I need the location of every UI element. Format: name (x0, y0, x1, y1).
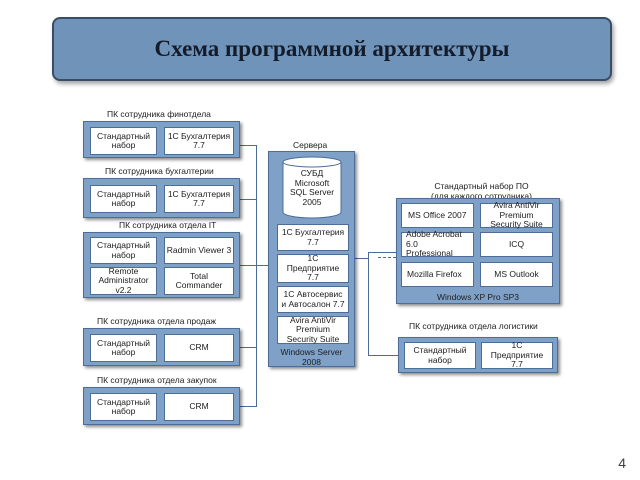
standard-set-os-label: Windows XP Pro SP3 (436, 292, 520, 302)
group-logistics: Стандартный набор 1С Предприятие 7.7 (398, 337, 558, 373)
group-server: СУБД Microsoft SQL Server 2005 1С Бухгал… (268, 151, 355, 367)
group-fin: Стандартный набор 1С Бухгалтерия 7.7 (83, 121, 240, 158)
fin-standard-set: Стандартный набор (90, 127, 157, 155)
connector-bus-to-server (256, 265, 268, 266)
purchase-crm: CRM (164, 393, 234, 421)
group-label-buh: ПК сотрудника бухгалтерии (105, 166, 214, 176)
it-radmin-viewer: Radmin Viewer 3 (164, 237, 234, 264)
std-ms-outlook: MS Outlook (480, 262, 553, 287)
database-label: СУБД Microsoft SQL Server 2005 (289, 168, 335, 207)
std-icq: ICQ (480, 232, 553, 257)
connector-server-right (355, 258, 369, 259)
purchase-standard-set: Стандартный набор (90, 393, 157, 421)
sales-crm: CRM (164, 334, 234, 362)
it-standard-set: Стандартный набор (90, 237, 157, 264)
buh-1c-accounting: 1С Бухгалтерия 7.7 (164, 185, 234, 213)
server-item-1: 1С Бухгалтерия 7.7 (277, 224, 349, 251)
group-sales: Стандартный набор CRM (83, 328, 240, 366)
connector-buh (239, 199, 257, 200)
server-item-2: 1С Предприятие 7.7 (277, 254, 349, 283)
group-label-sales: ПК сотрудника отдела продаж (97, 316, 217, 326)
connector-bus-right (368, 252, 369, 356)
logistics-label: ПК сотрудника отдела логистики (409, 321, 538, 331)
std-avira: Avira AntiVir Premium Security Suite (480, 201, 553, 229)
server-os-label: Windows Server 2008 (280, 347, 343, 367)
std-adobe-acrobat: Adobe Acrobat 6.0 Professional (401, 230, 474, 258)
connector-it (239, 265, 257, 266)
page-title: Схема программной архитектуры (154, 36, 510, 61)
connector-sales (239, 347, 257, 348)
connector-fin (239, 145, 257, 146)
group-label-it: ПК сотрудника отдела IT (119, 220, 217, 230)
std-ms-office: MS Office 2007 (401, 203, 474, 228)
it-total-commander: Total Commander (164, 267, 234, 295)
group-label-purchase: ПК сотрудника отдела закупок (97, 375, 217, 385)
std-firefox: Mozilla Firefox (401, 262, 474, 287)
database-cylinder: СУБД Microsoft SQL Server 2005 (282, 156, 342, 220)
connector-purchase (239, 406, 257, 407)
group-buh: Стандартный набор 1С Бухгалтерия 7.7 (83, 178, 240, 218)
sales-standard-set: Стандартный набор (90, 334, 157, 362)
group-it: Стандартный набор Radmin Viewer 3 Remote… (83, 232, 240, 298)
group-purchase: Стандартный набор CRM (83, 387, 240, 425)
it-remote-administrator: Remote Administrator v2.2 (90, 266, 157, 295)
group-standard-set: MS Office 2007 Avira AntiVir Premium Sec… (396, 198, 560, 304)
group-label-fin: ПК сотрудника финотдела (107, 109, 211, 119)
logistics-1c-enterprise: 1С Предприятие 7.7 (481, 341, 553, 369)
title-banner: Схема программной архитектуры (52, 17, 612, 81)
server-item-4: Avira AntiVir Premium Security Suite (277, 315, 349, 344)
connector-right-up (368, 252, 396, 253)
buh-standard-set: Стандартный набор (90, 185, 157, 213)
connector-dashed (378, 257, 396, 258)
logistics-standard-set: Стандартный набор (404, 342, 476, 369)
server-label: Сервера (293, 140, 328, 150)
fin-1c-accounting: 1С Бухгалтерия 7.7 (164, 127, 234, 155)
connector-bus-left (256, 145, 257, 407)
server-item-3: 1С Автосервис и Автосалон 7.7 (277, 286, 349, 313)
standard-set-label: Стандартный набор ПО (для каждого сотруд… (431, 181, 532, 201)
database-icon (282, 156, 342, 219)
connector-right-down (368, 355, 398, 356)
page-number: 4 (618, 455, 626, 471)
